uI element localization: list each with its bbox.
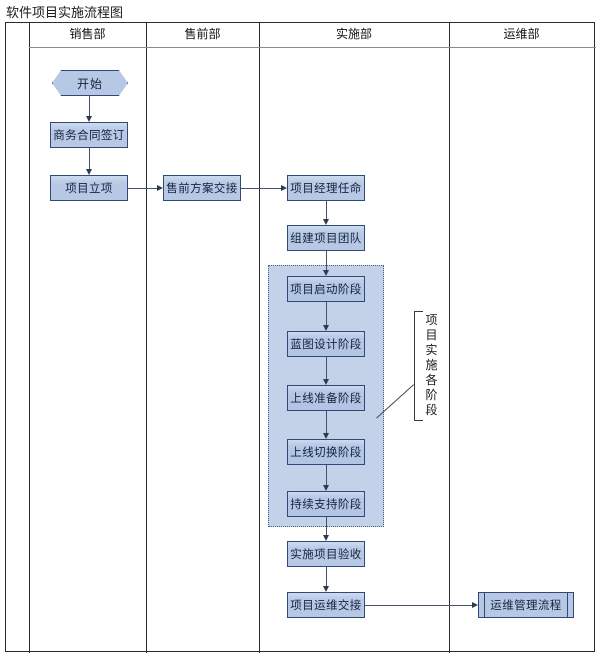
phase-bracket-label: 项 目 实 施 各 阶 段 <box>424 313 439 418</box>
connector-switch-to-support <box>326 465 327 485</box>
node-phase-golive-prep[interactable]: 上线准备阶段 <box>287 385 365 411</box>
lane-divider-1 <box>146 23 147 653</box>
connector-contract-to-initiation <box>89 148 90 169</box>
arrowhead-golive-switch <box>322 433 329 439</box>
connector-ops-handover-to-ops-process <box>365 605 472 606</box>
node-pm-appointment[interactable]: 项目经理任命 <box>287 175 365 201</box>
arrowhead-kickoff <box>322 270 329 276</box>
arrowhead-contract <box>85 116 92 122</box>
arrowhead-initiation <box>85 169 92 175</box>
bracket-char-4: 各 <box>425 373 438 387</box>
connector-kickoff-to-blueprint <box>326 302 327 325</box>
node-project-acceptance[interactable]: 实施项目验收 <box>287 541 365 567</box>
lane-divider-2 <box>259 23 260 653</box>
connector-initiation-to-presales <box>128 188 157 189</box>
arrowhead-acceptance <box>322 535 329 541</box>
node-ops-management-process[interactable]: 运维管理流程 <box>478 592 574 618</box>
lane-header-presales: 售前部 <box>184 27 221 41</box>
page-title: 软件项目实施流程图 <box>6 5 124 20</box>
node-ops-handover[interactable]: 项目运维交接 <box>287 592 365 618</box>
arrowhead-support <box>322 485 329 491</box>
node-build-team[interactable]: 组建项目团队 <box>287 225 365 251</box>
connector-build-team-to-kickoff <box>326 251 327 270</box>
node-project-initiation[interactable]: 项目立项 <box>50 175 128 201</box>
arrowhead-blueprint <box>322 325 329 331</box>
lane-header-implementation: 实施部 <box>335 27 372 41</box>
lane-divider-0 <box>29 23 30 653</box>
connector-support-to-acceptance <box>326 517 327 535</box>
lane-header-operations: 运维部 <box>503 27 540 41</box>
node-start[interactable]: 开始 <box>52 70 128 96</box>
bracket-char-3: 施 <box>425 358 438 372</box>
connector-start-to-contract <box>89 96 90 116</box>
bracket-char-0: 项 <box>425 313 438 327</box>
connector-blueprint-to-golive-prep <box>326 357 327 379</box>
arrowhead-ops-handover <box>322 586 329 592</box>
arrowhead-build-team <box>322 219 329 225</box>
bracket-char-5: 阶 <box>425 388 438 402</box>
connector-pm-to-build-team <box>326 201 327 219</box>
node-phase-continuous-support[interactable]: 持续支持阶段 <box>287 491 365 517</box>
header-separator <box>29 47 596 48</box>
phase-bracket <box>414 311 423 421</box>
arrowhead-presales-handover <box>157 184 163 191</box>
node-phase-golive-switch[interactable]: 上线切换阶段 <box>287 439 365 465</box>
arrowhead-golive-prep <box>322 379 329 385</box>
arrowhead-ops-process <box>472 601 478 608</box>
bracket-char-1: 目 <box>425 328 438 342</box>
arrowhead-pm-appointment <box>281 184 287 191</box>
node-phase-blueprint[interactable]: 蓝图设计阶段 <box>287 331 365 357</box>
connector-acceptance-to-ops-handover <box>326 567 327 586</box>
connector-presales-to-pm <box>241 188 281 189</box>
connector-golive-prep-to-switch <box>326 411 327 433</box>
node-phase-kickoff[interactable]: 项目启动阶段 <box>287 276 365 302</box>
bracket-char-2: 实 <box>425 343 438 357</box>
node-contract-signing[interactable]: 商务合同签订 <box>50 122 128 148</box>
lane-divider-3 <box>449 23 450 653</box>
bracket-char-6: 段 <box>425 403 438 417</box>
lane-header-sales: 销售部 <box>69 27 106 41</box>
node-presales-handover[interactable]: 售前方案交接 <box>163 175 241 201</box>
